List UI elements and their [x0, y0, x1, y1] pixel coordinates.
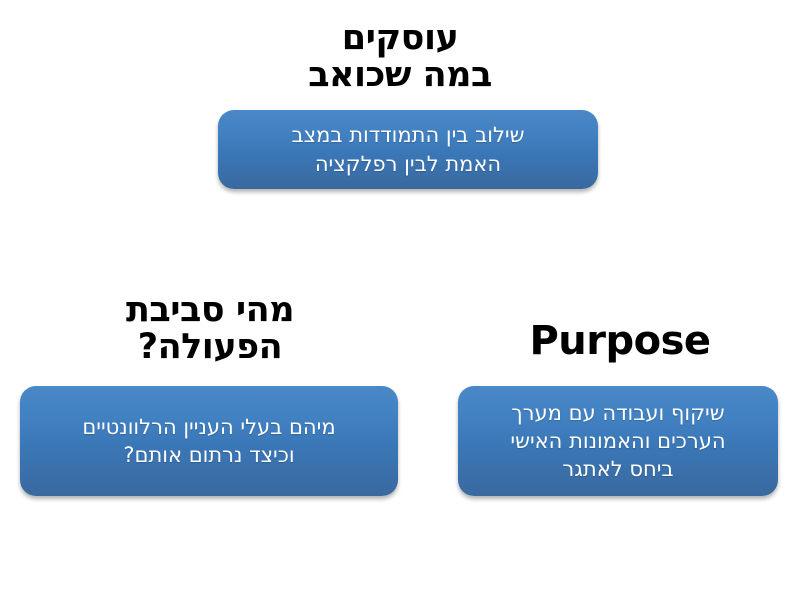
- callout-box-top[interactable]: שילוב בין התמודדות במצב האמת לבין רפלקצי…: [218, 110, 598, 189]
- heading-right: Purpose: [529, 318, 711, 364]
- callout-left-text: מיהם בעלי העניין הרלוונטיים וכיצד נרתום …: [82, 414, 336, 467]
- callout-right-text: שיקוף ועבודה עם מערך הערכים והאמונות האי…: [510, 400, 726, 482]
- callout-top-text: שילוב בין התמודדות במצב האמת לבין רפלקצי…: [291, 123, 525, 176]
- callout-box-left[interactable]: מיהם בעלי העניין הרלוונטיים וכיצד נרתום …: [20, 386, 398, 496]
- callout-box-right[interactable]: שיקוף ועבודה עם מערך הערכים והאמונות האי…: [458, 386, 778, 496]
- heading-top: עוסקים במה שכואב: [308, 18, 492, 96]
- heading-left: מהי סביבת הפעולה?: [125, 290, 295, 368]
